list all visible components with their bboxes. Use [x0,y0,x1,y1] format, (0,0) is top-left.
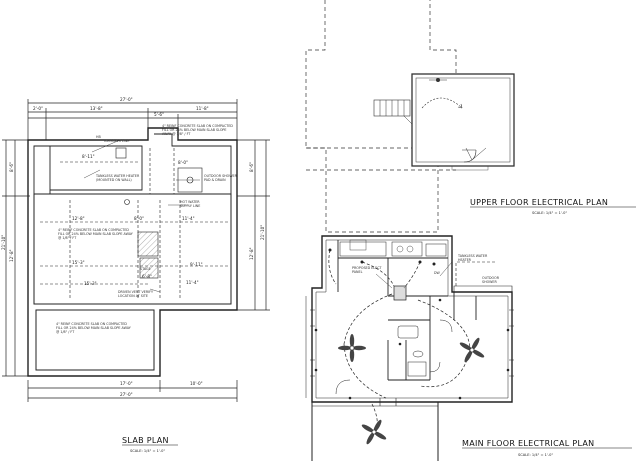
dim-right-a: 8'-6" [249,162,254,172]
upper-floor-title: UPPER FLOOR ELECTRICAL PLAN [470,198,608,207]
note-main-heater: TANKLESS WATER HEATER [458,254,487,262]
dim-bottom-overall: 27'-0" [120,392,133,397]
dim-left-b: 12'-8" [9,249,14,262]
note-driven: DRIVEN VENT VERIFY LOCATION AT SITE [118,290,153,298]
note-slab-mid: 4" REINF CONCRETE SLAB ON COMPACTED FILL… [58,228,133,240]
main-floor-title: MAIN FLOOR ELECTRICAL PLAN [462,439,594,448]
dim-right-overall: 21'-10" [260,225,265,240]
slab-dimensions: 27'-0" 2'-0" 13'-8" 11'-8" 5'-6" 17'-0" … [1,97,265,397]
dim-inner-8: 11'-4" [186,280,199,285]
note-icemaker: ICEMAKER LINE [104,139,129,143]
dim-right-b: 12'-8" [249,247,254,260]
dim-bottom-a: 17'-0" [120,381,133,386]
dim-inner-6: 9'-11" [190,262,203,267]
dim-top-b: 13'-8" [90,106,103,111]
dim-left-a: 8'-6" [9,162,14,172]
slab-plan [2,99,270,402]
dim-inner-7: 15'-3" [72,260,85,265]
dim-inner-10: 6'-8" [142,274,152,279]
note-main-shower: OUTDOOR SHOWER [482,276,499,284]
dim-inner-5: 8'-0" [134,216,144,221]
note-supply: HOT WATER SUPPLY LINE [180,200,200,208]
upper-floor-plan [305,0,515,233]
ceiling-fan-icon [354,412,394,452]
note-panel: PROPOSED ELECT PANEL [352,266,382,274]
dim-inner-9: 15'-3" [84,281,97,286]
ceiling-fans [337,330,492,452]
dim-bottom-b: 10'-0" [190,381,203,386]
ceiling-fan-icon [337,333,367,363]
note-dw: DW [434,271,441,275]
note-slab-bottom: 4" REINF CONCRETE SLAB ON COMPACTED FILL… [56,322,131,334]
note-slab-top: 4" REINF CONCRETE SLAB ON COMPACTED FILL… [162,124,233,136]
main-floor-notes: PROPOSED ELECT PANEL TANKLESS WATER HEAT… [352,254,499,284]
main-floor-plan [305,235,514,461]
dim-top-d: 5'-6" [154,112,164,117]
dim-inner-3: 12'-8" [72,216,85,221]
main-floor-scale: SCALE: 1/4" = 1'-0" [518,453,553,457]
slab-notes: HB ICEMAKER LINE 4" REINF CONCRETE SLAB … [56,124,238,334]
ceiling-fan-icon [452,330,492,370]
slab-plan-scale: SCALE: 1/4" = 1'-0" [130,449,165,453]
dim-left-overall: 21'-10" [1,235,6,250]
note-stage: STAGE [140,267,151,271]
dim-inner-2: 8'-0" [178,160,188,165]
dim-inner-1: 8'-11" [82,154,95,159]
note-hb: HB [96,135,101,139]
dim-top-overall: 27'-0" [120,97,133,102]
dim-inner-4: 11'-4" [182,216,195,221]
dim-top-c: 11'-8" [196,106,209,111]
note-shower: OUTDOOR SHOWER, PAD & DRAIN [204,174,238,182]
slab-plan-title: SLAB PLAN [122,436,169,445]
upper-floor-scale: SCALE: 1/4" = 1'-0" [532,211,567,215]
note-heater: TANKLESS WATER HEATER (MOUNTED ON WALL) [96,174,139,182]
dim-top-a: 2'-0" [33,106,43,111]
